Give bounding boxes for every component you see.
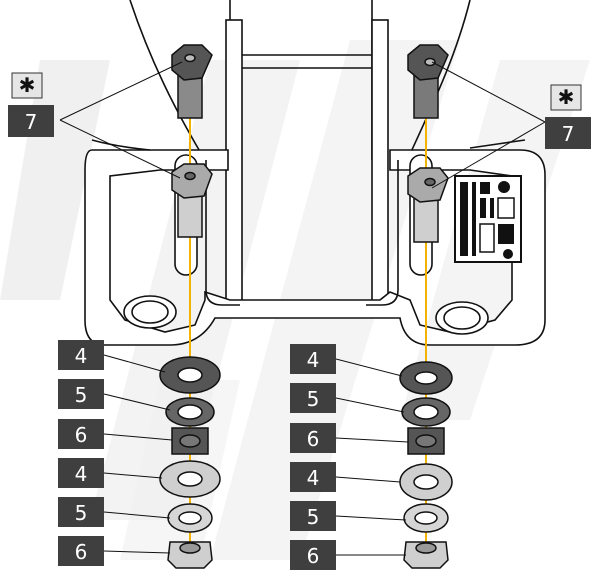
svg-text:5: 5 <box>307 387 320 411</box>
svg-text:4: 4 <box>75 344 88 368</box>
svg-text:4: 4 <box>75 462 88 486</box>
right-label-4a: 4 <box>290 344 403 377</box>
svg-text:5: 5 <box>75 383 88 407</box>
svg-text:5: 5 <box>75 501 88 525</box>
right-stack-labels: 4 5 6 4 5 6 <box>290 344 409 570</box>
right-label-5a: 5 <box>290 383 405 413</box>
callout-left-seven-text: 7 <box>25 110 38 134</box>
callout-left-seven: 7 <box>8 105 54 137</box>
left-label-5a: 5 <box>58 379 171 411</box>
bolt-lower-right <box>407 167 449 243</box>
left-nut-light <box>167 541 213 569</box>
svg-text:6: 6 <box>307 544 320 568</box>
right-label-6b: 6 <box>290 540 406 570</box>
left-label-6b: 6 <box>58 536 171 566</box>
left-label-5b: 5 <box>58 497 171 527</box>
callout-right-star-text: ✱ <box>558 85 575 109</box>
bolt-top-right <box>407 44 449 119</box>
right-nut-light <box>403 541 449 569</box>
right-label-6a: 6 <box>290 423 409 453</box>
svg-text:6: 6 <box>307 427 320 451</box>
callout-left-star: ✱ <box>11 72 43 99</box>
svg-text:5: 5 <box>307 505 320 529</box>
svg-text:4: 4 <box>307 348 320 372</box>
right-stack-hardware <box>399 361 453 569</box>
leader-lines-bolts <box>59 61 546 189</box>
bolt-lower-left <box>171 163 213 238</box>
right-label-4b: 4 <box>290 462 401 492</box>
identification-plate-icon <box>454 175 522 263</box>
callout-right-seven-text: 7 <box>562 122 575 146</box>
svg-text:6: 6 <box>75 540 88 564</box>
callout-right-seven: 7 <box>545 117 591 149</box>
left-label-4b: 4 <box>58 458 163 488</box>
right-label-5b: 5 <box>290 501 407 531</box>
left-stack-labels: 4 5 6 4 5 6 <box>58 340 173 566</box>
left-label-6a: 6 <box>58 419 173 449</box>
bolt-top-left <box>171 44 213 119</box>
svg-text:6: 6 <box>75 423 88 447</box>
svg-text:4: 4 <box>307 466 320 490</box>
callout-right-star: ✱ <box>550 84 582 111</box>
callout-left-star-text: ✱ <box>19 73 36 97</box>
left-label-4a: 4 <box>58 340 166 373</box>
left-stack-hardware <box>159 356 221 569</box>
